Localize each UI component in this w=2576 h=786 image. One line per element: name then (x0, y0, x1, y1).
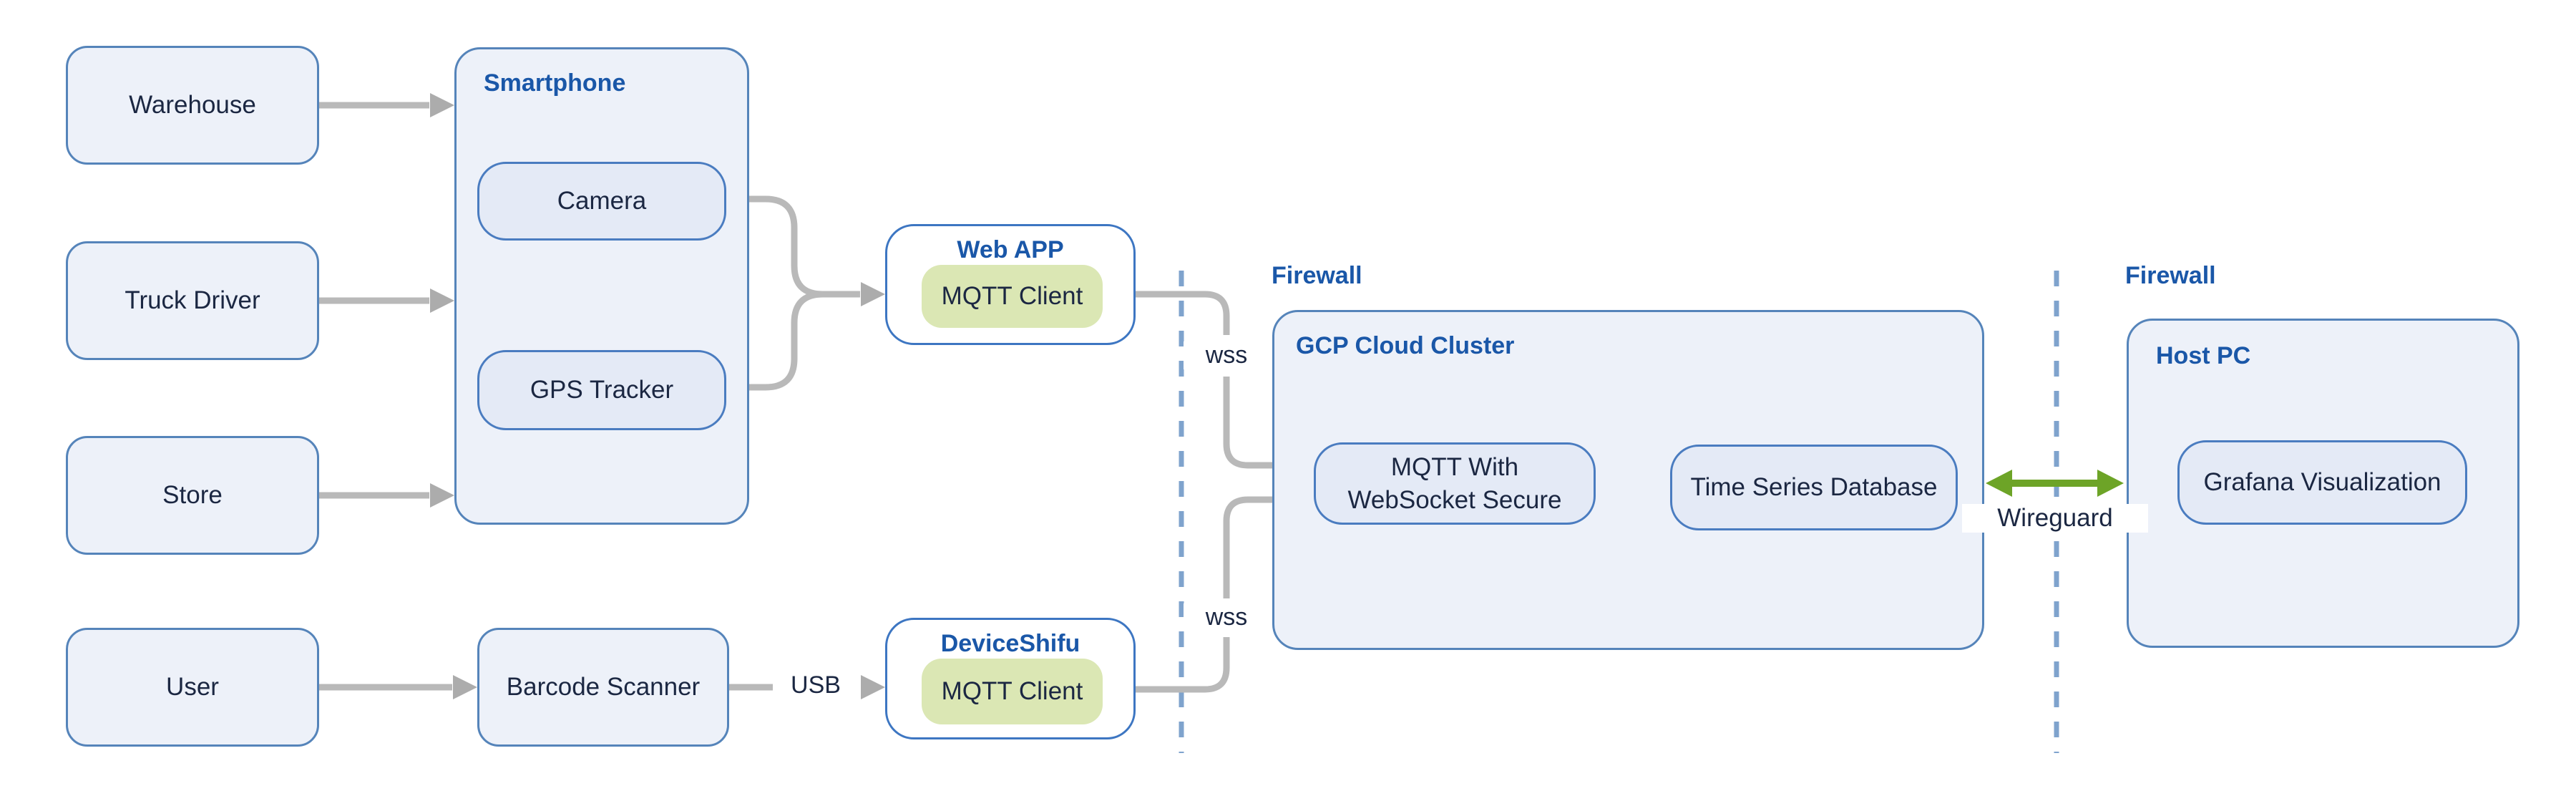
node-deviceshifu-mqtt-client: MQTT Client (922, 659, 1103, 724)
label-wss-top: wss (1184, 341, 1269, 369)
line-webapp-wss-upper (1136, 291, 1230, 335)
node-user: User (66, 628, 319, 747)
arrowhead-warehouse (430, 93, 454, 117)
node-mqtt-websocket-secure: MQTT With WebSocket Secure (1314, 442, 1596, 525)
arrowhead-webapp (861, 282, 885, 306)
node-truck-driver: Truck Driver (66, 241, 319, 360)
node-deviceshifu-mqtt-client-label: MQTT Client (941, 677, 1083, 705)
wireguard-arrowhead-right (2097, 470, 2124, 497)
node-warehouse: Warehouse (66, 46, 319, 165)
line-wss-mqttbroker-lower (1223, 496, 1287, 598)
label-wss-bottom: wss (1184, 603, 1269, 631)
arrowhead-store (430, 483, 454, 508)
line-gps-webapp (724, 291, 824, 391)
node-time-series-database-label: Time Series Database (1690, 473, 1938, 502)
line-deviceshifu-wss-lower (1136, 637, 1230, 693)
container-device-shifu: DeviceShifu MQTT Client (885, 618, 1136, 739)
arrowhead-user (453, 675, 477, 699)
label-usb: USB (773, 671, 859, 699)
node-barcode-scanner-label: Barcode Scanner (506, 673, 701, 701)
container-web-app: Web APP MQTT Client (885, 224, 1136, 345)
node-grafana-visualization-label: Grafana Visualization (2203, 468, 2441, 497)
container-gcp-cloud-cluster: GCP Cloud Cluster MQTT With WebSocket Se… (1272, 310, 1984, 650)
node-warehouse-label: Warehouse (129, 91, 256, 119)
node-truck-driver-label: Truck Driver (125, 286, 260, 314)
node-user-label: User (166, 673, 219, 701)
node-webapp-mqtt-client: MQTT Client (922, 265, 1103, 328)
label-firewall-right: Firewall (2125, 262, 2216, 289)
container-web-app-title: Web APP (957, 236, 1064, 263)
container-smartphone-title: Smartphone (484, 69, 626, 97)
container-host-pc: Host PC Grafana Visualization (2127, 319, 2519, 648)
node-webapp-mqtt-client-label: MQTT Client (941, 282, 1083, 310)
label-wireguard: Wireguard (1962, 504, 2148, 533)
arrowhead-truckdriver (430, 288, 454, 313)
node-grafana-visualization: Grafana Visualization (2177, 440, 2467, 525)
node-store: Store (66, 436, 319, 555)
node-gps-tracker: GPS Tracker (477, 350, 726, 430)
container-host-pc-title: Host PC (2156, 342, 2251, 369)
arrowhead-usb-deviceshifu (861, 675, 885, 699)
node-camera-label: Camera (557, 187, 647, 215)
node-time-series-database: Time Series Database (1670, 445, 1958, 530)
label-firewall-left: Firewall (1272, 262, 1362, 289)
node-mqtt-websocket-secure-label: MQTT With WebSocket Secure (1347, 453, 1562, 514)
node-camera: Camera (477, 162, 726, 241)
wireguard-arrowhead-left (1986, 470, 2012, 497)
container-smartphone: Smartphone Camera GPS Tracker (454, 47, 749, 525)
container-device-shifu-title: DeviceShifu (940, 630, 1080, 657)
node-gps-tracker-label: GPS Tracker (530, 376, 674, 404)
line-wss-mqttbroker-upper (1223, 377, 1287, 469)
wireguard-arrow (1986, 470, 2124, 497)
node-barcode-scanner: Barcode Scanner (477, 628, 729, 747)
node-store-label: Store (162, 481, 223, 509)
container-gcp-title: GCP Cloud Cluster (1296, 332, 1515, 359)
